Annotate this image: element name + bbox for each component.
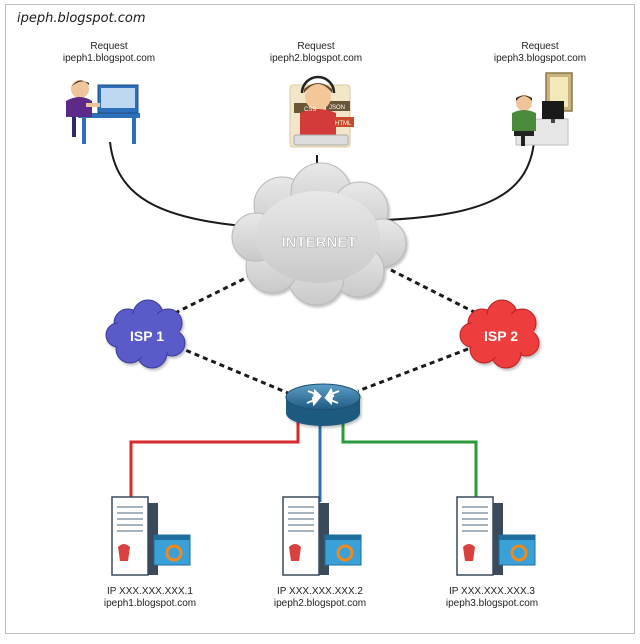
server2-domain-text: ipeph2.blogspot.com xyxy=(273,598,367,609)
client3-label: Request ipeph3.blogspot.com xyxy=(460,41,620,65)
server2-web-server-icon xyxy=(282,496,362,576)
site-title: ipeph.blogspot.com xyxy=(17,11,146,26)
server3-web-server-icon xyxy=(456,496,536,576)
internet-label: INTERNET xyxy=(282,234,357,251)
client2-request-text: Request xyxy=(297,41,335,52)
isp2-label: ISP 2 xyxy=(484,328,518,344)
internet-cloud-icon xyxy=(231,162,407,306)
server3-ip-text: IP XXX.XXX.XXX.3 xyxy=(449,586,535,597)
client2-web-developer-icon: CSS JSON HTML xyxy=(289,75,354,148)
server3-domain-text: ipeph3.blogspot.com xyxy=(445,598,539,609)
router-icon xyxy=(285,383,361,426)
client3-request-text: Request xyxy=(521,41,559,52)
isp1-label: ISP 1 xyxy=(130,328,164,344)
link-isp2-router xyxy=(357,347,469,393)
svg-text:CSS: CSS xyxy=(304,107,316,113)
client1-label: Request ipeph1.blogspot.com xyxy=(29,41,189,65)
server1-domain-text: ipeph1.blogspot.com xyxy=(103,598,197,609)
isp2-cloud-icon xyxy=(459,299,540,369)
server2-label: IP XXX.XXX.XXX.2 ipeph2.blogspot.com xyxy=(240,586,400,610)
client2-label: Request ipeph2.blogspot.com xyxy=(236,41,396,65)
server1-ip-text: IP XXX.XXX.XXX.1 xyxy=(107,586,193,597)
link-client3-internet xyxy=(385,141,535,221)
svg-text:JSON: JSON xyxy=(329,105,345,111)
diagram-canvas: INTERNET ISP 1 xyxy=(66,72,573,576)
link-client1-internet xyxy=(109,141,257,228)
link-router-server1 xyxy=(129,417,300,500)
client2-domain-text: ipeph2.blogspot.com xyxy=(269,53,363,64)
link-internet-isp2 xyxy=(390,268,477,315)
client3-person-at-computer-icon xyxy=(512,72,573,146)
server1-label: IP XXX.XXX.XXX.1 ipeph1.blogspot.com xyxy=(70,586,230,610)
link-isp1-router xyxy=(177,345,289,395)
client3-domain-text: ipeph3.blogspot.com xyxy=(493,53,587,64)
server2-ip-text: IP XXX.XXX.XXX.2 xyxy=(277,586,363,597)
server1-web-server-icon xyxy=(111,496,191,576)
isp1-cloud-icon xyxy=(105,299,186,369)
client1-person-at-desk-icon xyxy=(66,80,140,144)
svg-text:HTML: HTML xyxy=(335,121,352,127)
client1-request-text: Request xyxy=(90,41,128,52)
client1-domain-text: ipeph1.blogspot.com xyxy=(62,53,156,64)
network-diagram: ipeph.blogspot.com xyxy=(5,4,635,634)
link-router-server3 xyxy=(341,417,478,500)
server3-label: IP XXX.XXX.XXX.3 ipeph3.blogspot.com xyxy=(412,586,572,610)
